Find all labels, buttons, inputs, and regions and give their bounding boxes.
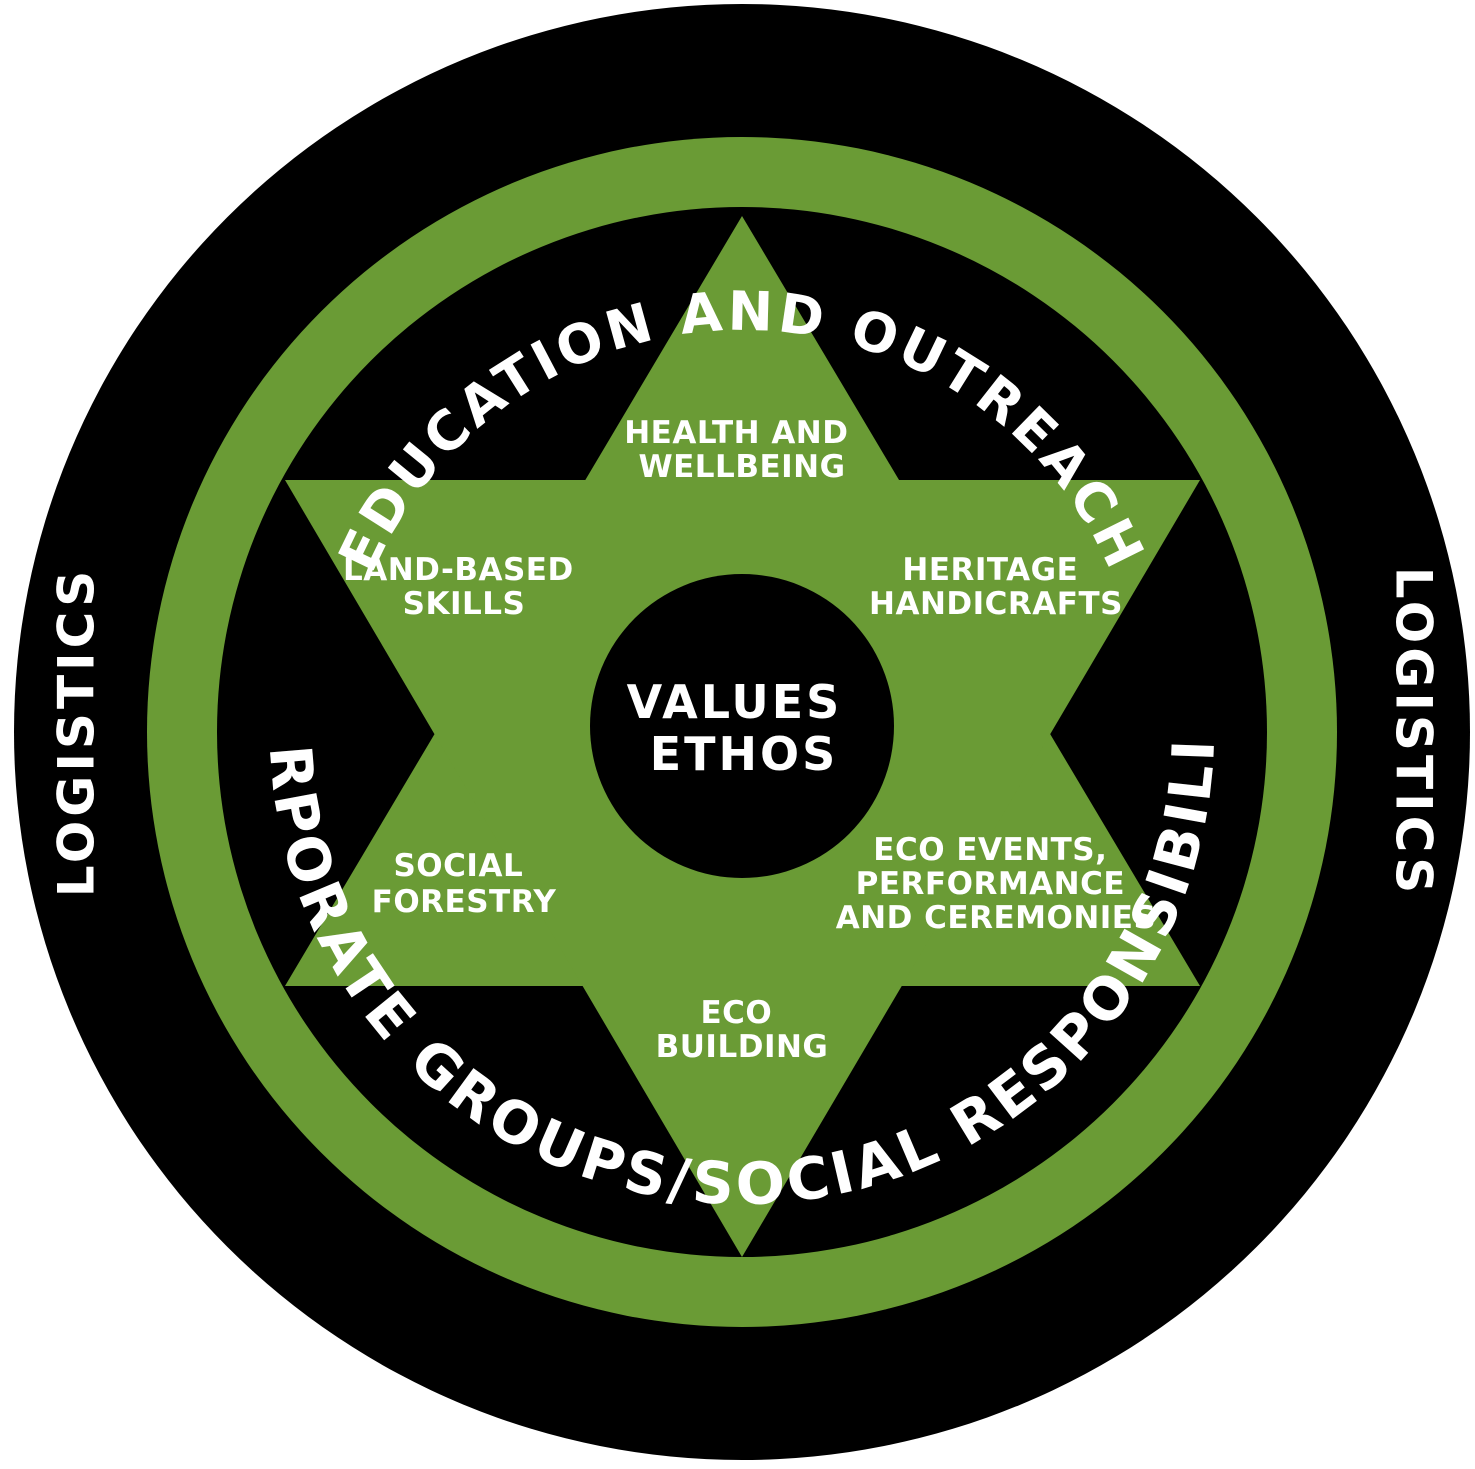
health-wellbeing-label: HEALTH AND WELLBEING bbox=[624, 415, 860, 485]
center-circle bbox=[590, 574, 894, 878]
social-forestry-label: SOCIAL FORESTRY bbox=[372, 848, 557, 920]
eco-events-label: ECO EVENTS, PERFORMANCE AND CEREMONIES bbox=[836, 832, 1157, 936]
land-based-skills-label: LAND-BASED SKILLS bbox=[343, 552, 585, 622]
heritage-handicrafts-label: HERITAGE HANDICRAFTS bbox=[869, 552, 1123, 622]
center-label: VALUES ETHOS bbox=[627, 675, 862, 781]
logistics-left-label: LOGISTICS bbox=[48, 567, 106, 898]
logistics-right-label: LOGISTICS bbox=[1385, 567, 1443, 898]
eco-building-label: ECO BUILDING bbox=[656, 995, 829, 1065]
